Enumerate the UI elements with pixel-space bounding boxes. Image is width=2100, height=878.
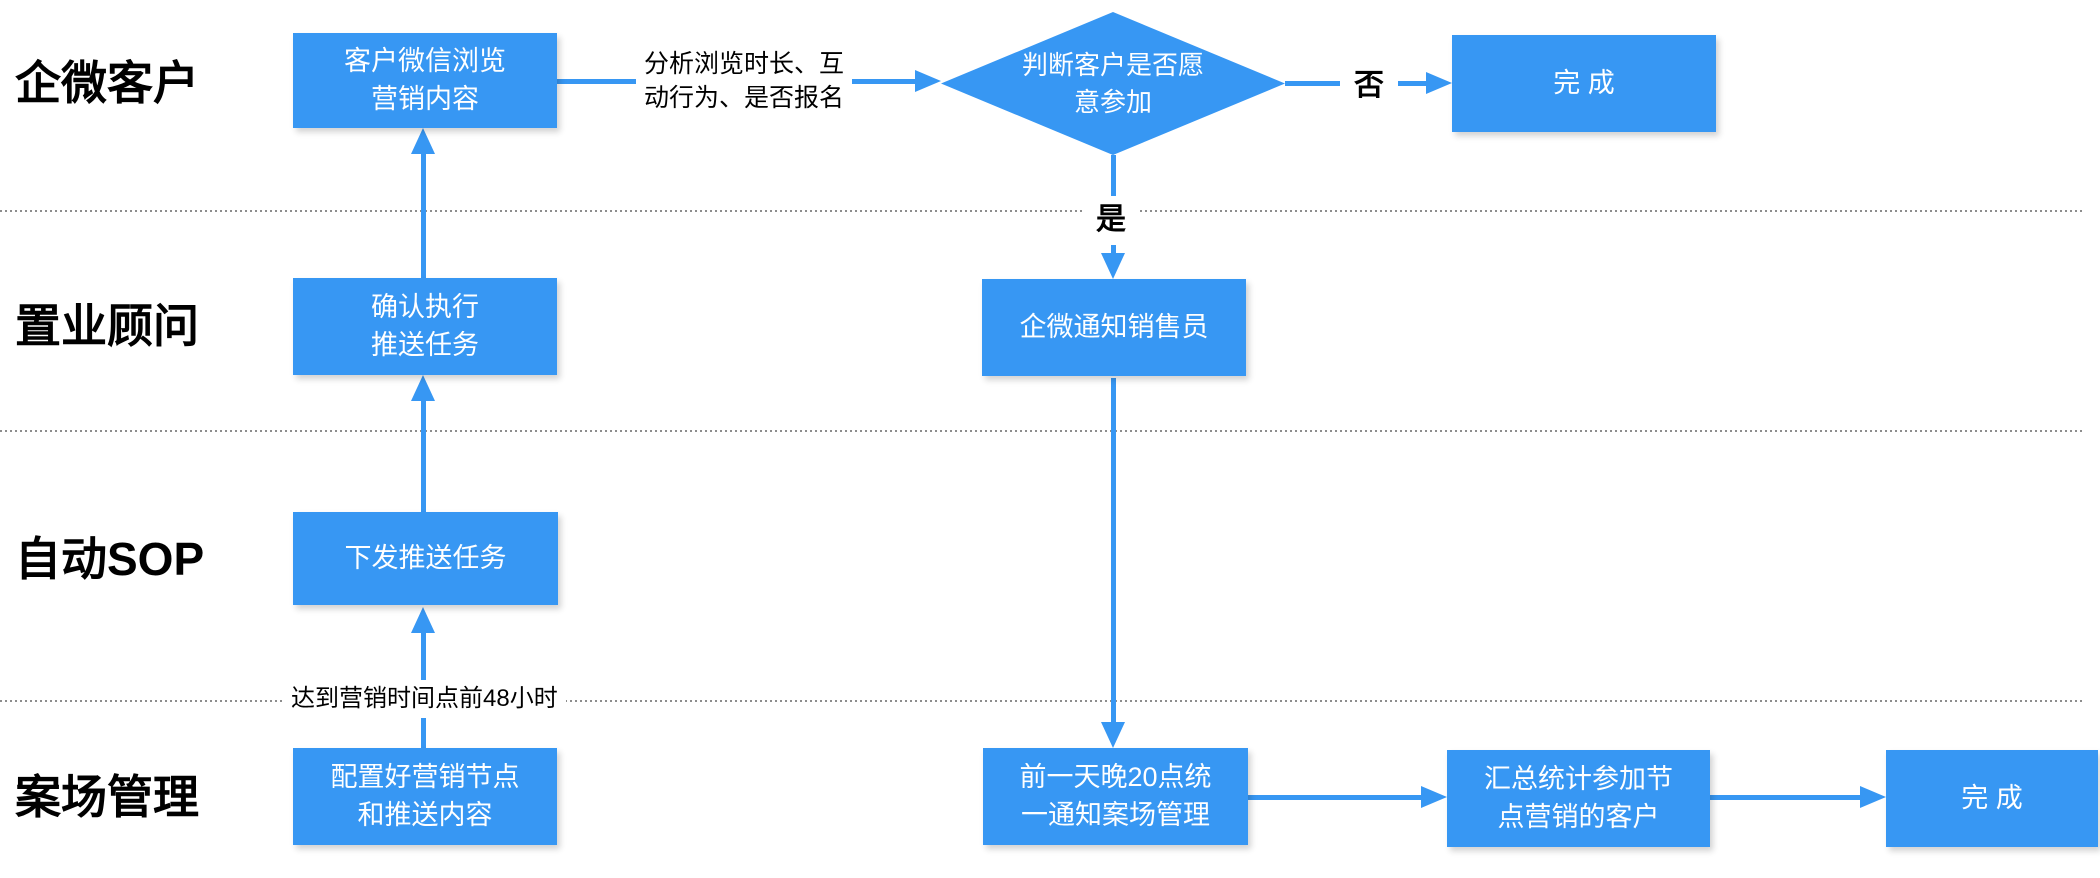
lane-label-wechat-customer: 企微客户 xyxy=(15,57,199,109)
edge-decision-yes-arrowhead xyxy=(1101,253,1125,279)
edge-mgmt-to-summary-line xyxy=(1248,795,1421,800)
edge-label-analyze: 分析浏览时长、互 动行为、是否报名 xyxy=(636,45,853,119)
edge-browse-to-decision-arrowhead xyxy=(915,70,941,92)
edge-dispatch-to-confirm-line xyxy=(421,401,426,512)
lane-separator-1 xyxy=(0,210,2085,212)
node-dispatch-push-task: 下发推送任务 xyxy=(293,512,558,605)
decision-diamond-label: 判断客户是否愿 意参加 xyxy=(1021,50,1204,117)
node-summarize-customers: 汇总统计参加节 点营销的客户 xyxy=(1447,750,1710,847)
lane-separator-2 xyxy=(0,430,2085,432)
edge-confirm-to-browse-line xyxy=(421,154,426,278)
edge-decision-no-arrowhead xyxy=(1426,72,1452,94)
lane-label-property-consultant: 置业顾问 xyxy=(15,300,199,352)
edge-sales-to-mgmt-arrowhead xyxy=(1101,722,1125,748)
node-decision-willing-to-join: 判断客户是否愿 意参加 xyxy=(941,12,1285,155)
node-finish-top: 完 成 xyxy=(1452,35,1716,132)
edge-configure-to-dispatch-arrowhead xyxy=(411,607,435,633)
node-notify-site-management: 前一天晚20点统 一通知案场管理 xyxy=(983,748,1248,845)
edge-sales-to-mgmt-line xyxy=(1111,378,1116,722)
lane-separator-3 xyxy=(0,700,2085,702)
edge-summary-to-finish-arrowhead xyxy=(1860,786,1886,808)
node-confirm-push-task: 确认执行 推送任务 xyxy=(293,278,557,375)
node-configure-marketing-nodes: 配置好营销节点 和推送内容 xyxy=(293,748,557,845)
lane-label-site-management: 案场管理 xyxy=(15,771,199,823)
edge-summary-to-finish-line xyxy=(1710,795,1860,800)
node-notify-sales: 企微通知销售员 xyxy=(982,279,1246,376)
edge-label-yes: 是 xyxy=(1082,196,1140,245)
lane-label-auto-sop: 自动SOP xyxy=(15,533,205,585)
edge-label-before-48h: 达到营销时间点前48小时 xyxy=(283,680,566,719)
node-finish-bottom: 完 成 xyxy=(1886,750,2098,847)
edge-confirm-to-browse-arrowhead xyxy=(411,128,435,154)
node-customer-browse: 客户微信浏览 营销内容 xyxy=(293,33,557,128)
edge-label-no: 否 xyxy=(1340,62,1398,111)
edge-dispatch-to-confirm-arrowhead xyxy=(411,375,435,401)
edge-mgmt-to-summary-arrowhead xyxy=(1421,786,1447,808)
